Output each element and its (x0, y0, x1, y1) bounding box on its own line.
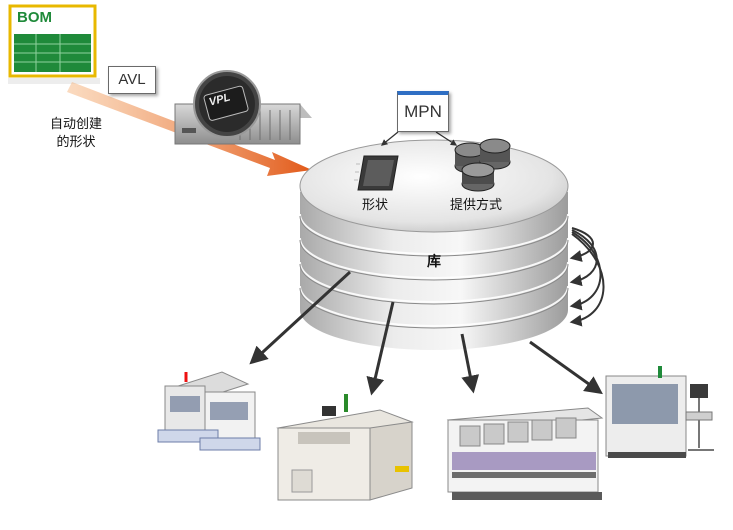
auto-create-caption: 自动创建 的形状 (50, 116, 102, 152)
bom-label: BOM (17, 9, 52, 26)
feeder-line-machine-icon (446, 407, 604, 500)
mpn-label: MPN (404, 102, 442, 121)
auto-create-line1: 自动创建 (50, 117, 103, 132)
chip-icon (354, 155, 399, 191)
vpl-server-icon (174, 70, 312, 145)
shape-label: 形状 (362, 198, 389, 213)
library-label: 库 (427, 254, 441, 270)
avl-box: AVL (108, 66, 156, 94)
inspection-machine-icon (605, 366, 714, 458)
distribution-arrows (249, 270, 603, 396)
packaging-label: 提供方式 (450, 198, 503, 213)
reel-stack-icon (454, 138, 511, 192)
library-cylinder (299, 139, 569, 350)
avl-label: AVL (118, 71, 146, 88)
mpn-box: MPN (397, 91, 449, 132)
mpn-connector-arrows (380, 131, 458, 146)
bom-spreadsheet-icon (8, 4, 100, 84)
pick-and-place-machine-icon (157, 371, 261, 451)
printer-machine-icon (276, 394, 414, 501)
update-loop-arrows (569, 227, 605, 327)
auto-create-line2: 的形状 (56, 135, 96, 150)
